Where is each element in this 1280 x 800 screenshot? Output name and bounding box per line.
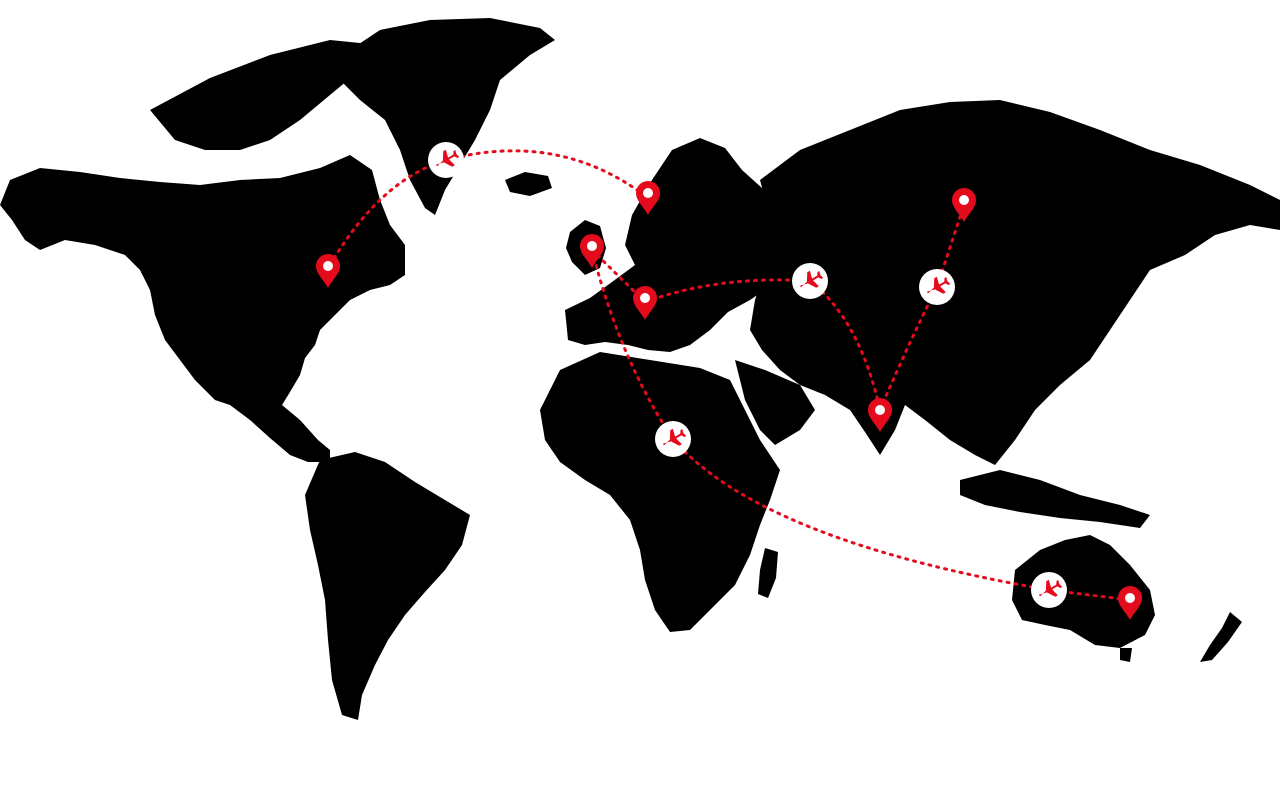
marker-scandinavia <box>636 181 660 215</box>
south-america <box>305 452 470 720</box>
marker-central-europe <box>633 286 657 320</box>
asia <box>750 100 1280 465</box>
plane-badge-over-north-africa <box>655 421 691 457</box>
map-pin-hole <box>643 188 653 198</box>
continents <box>0 18 1280 720</box>
map-pin-hole <box>323 261 333 271</box>
plane-badge-over-north-asia <box>919 269 955 305</box>
map-pin-hole <box>959 195 969 205</box>
airplane-icon <box>926 276 951 294</box>
airplane-icon <box>662 428 687 446</box>
plane-badges <box>428 142 1067 608</box>
plane-badge-over-western-australia <box>1031 572 1067 608</box>
africa <box>540 352 780 632</box>
flight-route-5 <box>590 248 1132 602</box>
australia <box>1012 535 1155 648</box>
new-zealand <box>1200 612 1242 662</box>
airplane-icon <box>799 270 824 288</box>
madagascar <box>758 548 778 598</box>
north-america <box>0 155 405 462</box>
marker-north-america-east <box>316 254 340 288</box>
map-pin-hole <box>587 241 597 251</box>
airplane-icon <box>1038 579 1063 597</box>
iceland <box>505 172 552 196</box>
marker-siberia <box>952 188 976 222</box>
marker-india <box>868 398 892 432</box>
map-pin-hole <box>875 405 885 415</box>
arctic-archipelago <box>150 40 380 150</box>
location-markers <box>316 181 1142 620</box>
arabian-peninsula <box>735 360 815 445</box>
plane-badge-over-greenland <box>428 142 464 178</box>
japan <box>1068 270 1120 372</box>
plane-badge-over-central-asia <box>792 263 828 299</box>
tasmania <box>1120 648 1132 662</box>
europe <box>565 138 790 352</box>
southeast-asia-islands <box>960 470 1150 528</box>
greenland <box>335 18 555 215</box>
marker-british-isles <box>580 234 604 268</box>
marker-eastern-australia <box>1118 586 1142 620</box>
airplane-icon <box>435 149 460 167</box>
map-pin-hole <box>1125 593 1135 603</box>
map-pin-hole <box>640 293 650 303</box>
